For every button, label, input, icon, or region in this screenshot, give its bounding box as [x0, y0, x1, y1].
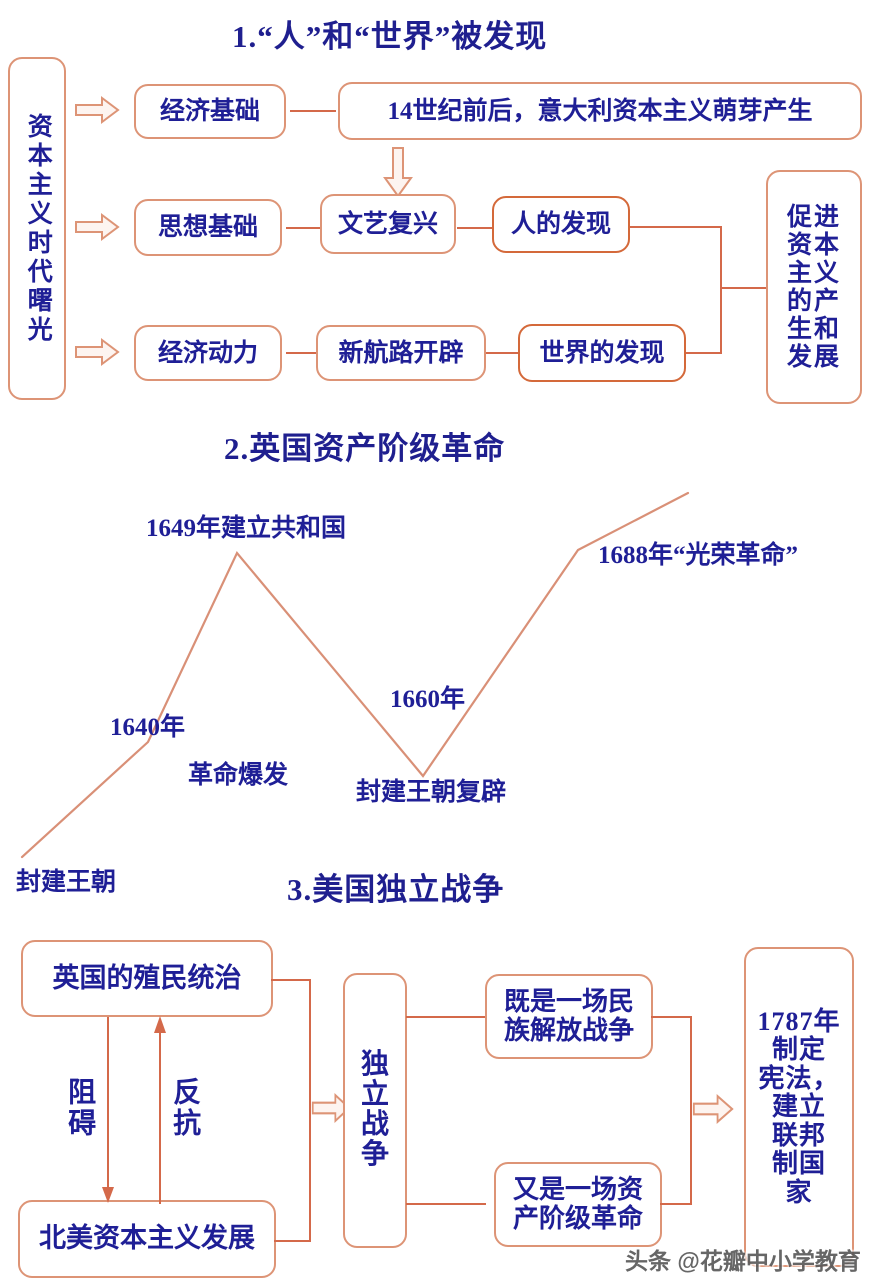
constitution-line-6: 制国: [771, 1149, 826, 1179]
national-line-1: 既是一场民: [503, 986, 634, 1016]
label-feudal-dynasty: 封建王朝: [16, 869, 117, 896]
bracket-left-vertical: [309, 979, 311, 1241]
connector-bourgeois-bracket: [660, 1203, 692, 1205]
box-new-sea-routes: 新航路开辟: [316, 325, 486, 381]
box-discovery-of-world: 世界的发现: [518, 324, 686, 382]
bourgeois-line-1: 又是一场资: [512, 1174, 643, 1204]
box-war-of-independence: 独 立 战 争: [343, 973, 407, 1248]
connector-economic-basis-detail: [290, 110, 336, 112]
national-line-2: 族解放战争: [503, 1016, 634, 1045]
section-1-title: 1.“人”和“世界”被发现: [232, 19, 548, 54]
box-renaissance: 文艺复兴: [320, 194, 456, 254]
war-line-1: 独: [360, 1049, 389, 1081]
connector-newroutes-world: [486, 352, 520, 354]
arrow-up-resist-icon: [152, 1016, 168, 1204]
bourgeois-line-2: 产阶级革命: [512, 1204, 643, 1233]
connector-war-bourgeois: [406, 1203, 486, 1205]
label-feudal-restoration: 封建王朝复辟: [356, 779, 507, 806]
box-economic-basis: 经济基础: [134, 84, 286, 139]
label-resist: 反抗: [165, 1060, 203, 1156]
war-line-4: 争: [360, 1138, 389, 1170]
connector-colonial-bracket: [271, 979, 311, 981]
outcome-line-4: 的产: [786, 287, 841, 315]
pillar-capitalism-dawn: 资本主义时代曙光: [8, 57, 66, 400]
box-bourgeois-revolution: 又是一场资 产阶级革命: [494, 1162, 662, 1247]
constitution-line-1: 1787年: [757, 1006, 841, 1036]
label-1688-glorious-revolution: 1688年“光荣革命”: [598, 542, 799, 569]
box-discovery-of-man: 人的发现: [492, 196, 630, 253]
box-economic-motive: 经济动力: [134, 325, 282, 381]
label-block-text: 阻碍: [64, 1077, 96, 1139]
connector-ideology-renaissance: [286, 227, 322, 229]
hollow-arrow-right-icon-war: [311, 1093, 351, 1123]
hollow-arrow-right-icon-row3: [74, 338, 120, 366]
bracket-right-vertical: [690, 1016, 692, 1204]
hollow-arrow-down-icon: [383, 146, 413, 198]
label-1649-republic: 1649年建立共和国: [146, 515, 347, 542]
connector-renaissance-human: [457, 227, 493, 229]
label-resist-text: 反抗: [169, 1077, 201, 1139]
arrow-down-block-icon: [100, 1017, 116, 1204]
connector-human-bracket: [630, 226, 722, 228]
section-2-title: 2.英国资产阶级革命: [224, 431, 506, 466]
box-british-colonial-rule: 英国的殖民统治: [21, 940, 273, 1017]
box-promote-capitalism: 促进 资本 主义 的产 生和 发展: [766, 170, 862, 404]
box-national-liberation-war: 既是一场民 族解放战争: [485, 974, 653, 1059]
hollow-arrow-right-icon-row1: [74, 96, 120, 124]
connector-motive-newroutes: [286, 352, 318, 354]
connector-world-bracket: [686, 352, 722, 354]
label-revolution-outbreak: 革命爆发: [188, 762, 289, 789]
constitution-line-4: 建立: [771, 1092, 826, 1122]
constitution-line-7: 家: [785, 1177, 813, 1207]
label-block: 阻碍: [60, 1060, 98, 1156]
hollow-arrow-right-icon-constitution: [692, 1094, 734, 1124]
watermark: 头条 @花瓣中小学教育: [625, 1248, 861, 1274]
outcome-line-5: 生和: [786, 315, 841, 343]
war-line-3: 战: [360, 1109, 389, 1140]
box-italy-capitalism-sprout: 14世纪前后，意大利资本主义萌芽产生: [338, 82, 862, 140]
war-line-2: 立: [360, 1079, 389, 1111]
constitution-line-2: 制定: [771, 1035, 826, 1065]
label-1660: 1660年: [390, 686, 466, 713]
outcome-line-1: 促进: [786, 203, 841, 231]
connector-war-national: [406, 1016, 486, 1018]
outcome-line-3: 主义: [786, 259, 841, 287]
connector-national-bracket: [651, 1016, 692, 1018]
connector-bracket-outcome: [720, 287, 766, 289]
connector-capitalism-bracket: [274, 1240, 311, 1242]
box-ideological-basis: 思想基础: [134, 199, 282, 256]
label-1640: 1640年: [110, 714, 186, 741]
outcome-line-6: 发展: [786, 343, 841, 371]
section-3-title: 3.美国独立战争: [287, 872, 505, 907]
box-north-america-capitalism: 北美资本主义发展: [18, 1200, 276, 1278]
box-constitution-federal-state: 1787年 制定 宪法， 建立 联邦 制国 家: [744, 947, 854, 1267]
bracket-vertical: [720, 226, 722, 354]
outcome-line-2: 资本: [786, 231, 841, 259]
hollow-arrow-right-icon-row2: [74, 213, 120, 241]
constitution-line-5: 联邦: [771, 1120, 826, 1150]
constitution-line-3: 宪法，: [758, 1063, 840, 1093]
